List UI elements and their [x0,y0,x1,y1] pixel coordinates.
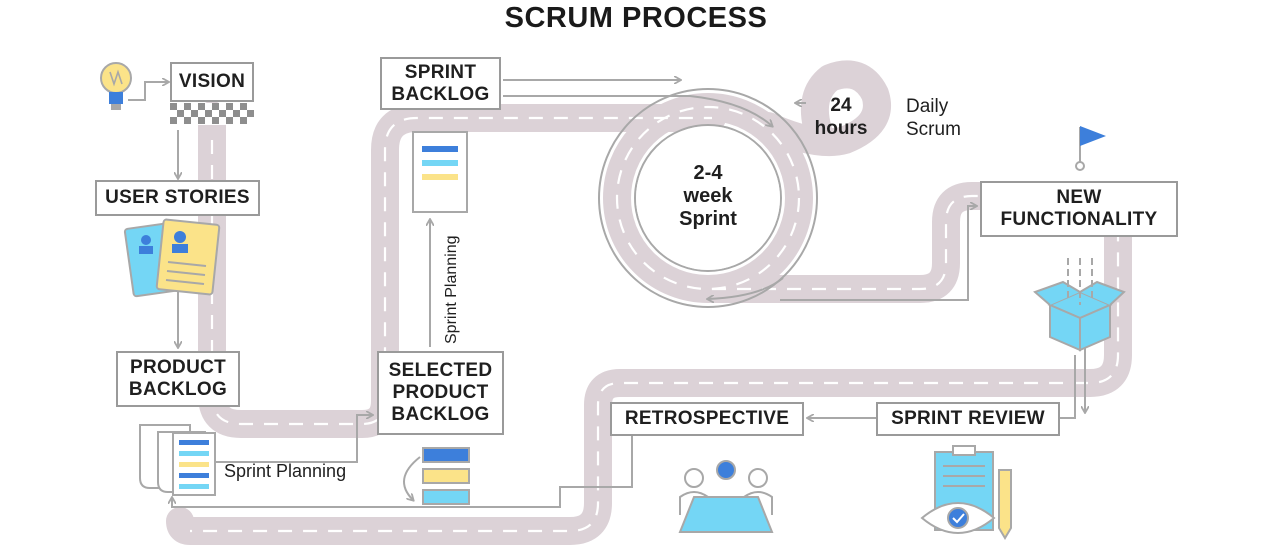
sprint-planning-label: Sprint Planning [224,461,347,481]
goal-flag-icon [1075,126,1106,171]
prioritized-list-icon [422,447,470,505]
sprint-review-box: SPRINT REVIEW [876,402,1060,436]
vision-box: VISION [170,62,254,102]
sprint-planning-vertical-label: Sprint Planning [443,235,460,344]
lightbulb-to-vision [128,82,168,101]
road-daily-loop [754,60,891,157]
team-meeting-icon [678,460,774,533]
user-story-cards-icon [123,218,221,298]
hours-label: 24 hours [814,95,868,139]
document-stack-icon [139,424,216,496]
new-functionality-box: NEW FUNCTIONALITY [980,181,1178,237]
daily-scrum-label: Daily Scrum [906,96,961,140]
lightbulb-icon [100,62,132,110]
product-backlog-box: PRODUCT BACKLOG [116,351,240,407]
task-list-icon [412,131,468,213]
review-checklist-icon [920,445,1012,540]
sprint-circle [598,88,818,308]
page-title: SCRUM PROCESS [504,2,768,34]
user-stories-box: USER STORIES [95,180,260,216]
open-box-icon [1033,258,1126,352]
reprioritize-arrow [403,456,421,500]
sprint-backlog-to-sprint [503,95,772,126]
retrospective-to-product-backlog [172,433,633,508]
sprint-backlog-box: SPRINT BACKLOG [380,57,501,110]
connectors [128,80,1085,508]
sprint-circle-return-arrow [708,277,784,299]
sprint-to-new-functionality [780,206,976,301]
road-right-segment [166,182,1132,545]
checkered-flag-icon [170,103,254,125]
selected-product-backlog-box: SELECTED PRODUCT BACKLOG [377,351,504,435]
sprint-length-label: 2-4 week Sprint [679,162,737,230]
retrospective-box: RETROSPECTIVE [610,402,804,436]
box-to-sprint-review [1060,355,1076,419]
planning-to-selected-backlog [215,415,372,463]
